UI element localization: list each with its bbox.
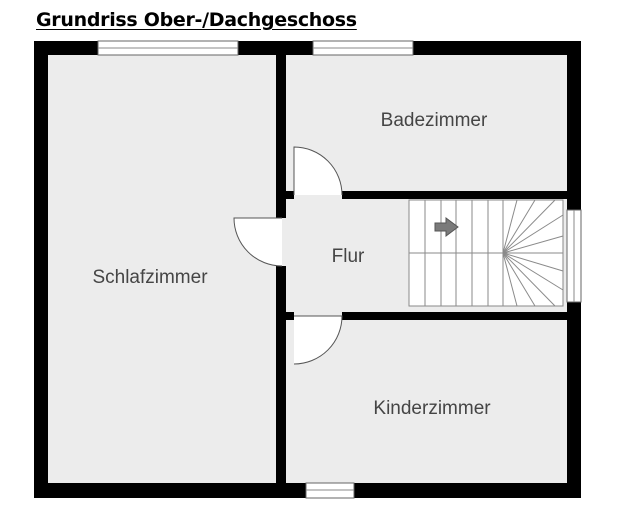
door-schlafzimmer <box>233 217 283 267</box>
window-top-left <box>97 40 239 56</box>
room-schlafzimmer <box>48 55 276 483</box>
room-kinderzimmer <box>286 320 567 483</box>
room-label-schlafzimmer: Schlafzimmer <box>92 267 208 288</box>
staircase <box>408 199 564 307</box>
plan-title: Grundriss Ober-/Dachgeschoss <box>36 9 357 31</box>
door-kinderzimmer <box>293 315 343 365</box>
room-label-badezimmer: Badezimmer <box>381 110 488 131</box>
window-bottom <box>305 482 355 499</box>
stair-direction-arrow-icon <box>434 217 459 237</box>
window-right <box>566 209 582 303</box>
door-badezimmer <box>293 146 343 196</box>
room-label-flur: Flur <box>332 246 365 267</box>
window-top-right <box>312 40 414 56</box>
room-label-kinderzimmer: Kinderzimmer <box>373 398 491 419</box>
